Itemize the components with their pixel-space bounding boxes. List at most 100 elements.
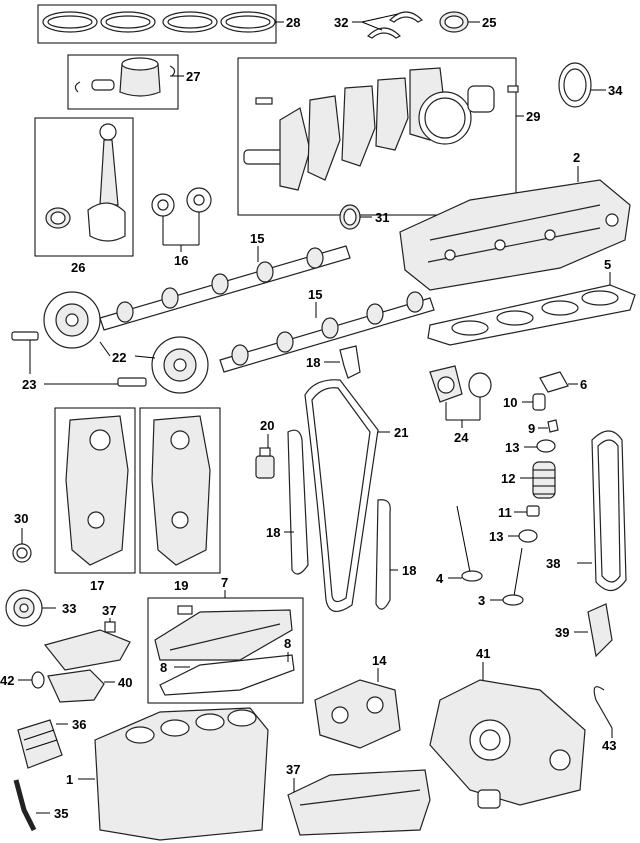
callout-31: 31 [375,210,389,225]
callout-27: 27 [186,69,200,84]
callout-2: 2 [573,150,580,165]
exhaust-valve [502,547,524,606]
sprockets [151,187,212,217]
piston-rings [42,11,276,33]
callout-8a: 8 [284,636,291,651]
callout-20: 20 [260,418,274,433]
chain-guide-left [287,429,309,575]
callout-23: 23 [22,377,36,392]
callout-12: 12 [501,471,515,486]
callout-25: 25 [482,15,496,30]
callout-1: 1 [66,772,73,787]
crank-front-seal [12,543,32,563]
intake-valve [456,505,483,582]
rear-oil-seal [558,62,592,108]
callout-22: 22 [112,350,126,365]
crankshaft [243,67,519,191]
box-timing-cover-19 [139,407,221,574]
valve-retainer [536,439,556,453]
callout-15b: 15 [308,287,322,302]
callout-18b: 18 [266,525,280,540]
connecting-rod [45,123,126,242]
callout-10: 10 [503,395,517,410]
chain-guide-right [375,499,391,610]
callout-13b: 13 [489,529,503,544]
hose-35 [13,779,37,832]
callout-21: 21 [394,425,408,440]
valve-spring [532,461,556,499]
box-crankshaft [237,57,517,216]
callout-40: 40 [118,675,132,690]
thrust-washers [366,11,424,39]
callout-19: 19 [174,578,188,593]
piston [74,57,176,97]
clip-43 [593,686,613,729]
callout-4: 4 [436,571,444,586]
callout-35: 35 [54,806,68,821]
bearing-31 [339,204,361,230]
camshaft-upper [99,245,351,331]
callout-29: 29 [526,109,540,124]
oil-strainer [43,621,131,671]
callout-26: 26 [71,260,85,275]
callout-13a: 13 [505,440,519,455]
callout-43: 43 [602,738,616,753]
callout-39: 39 [555,625,569,640]
head-gasket [427,284,636,346]
drive-belt [591,430,627,592]
chain-tensioner [255,447,275,479]
callout-34: 34 [608,83,623,98]
timing-cover-rear [151,415,211,566]
valve-cover [154,605,293,661]
callout-18c: 18 [402,563,416,578]
callout-15a: 15 [250,231,264,246]
mount-bracket [587,603,613,658]
callout-7: 7 [221,575,228,590]
callout-28: 28 [286,15,300,30]
callout-38: 38 [546,556,560,571]
lash-adjuster [532,393,546,411]
box-connecting-rod [34,117,134,257]
callout-6: 6 [580,377,587,392]
cylinder-block [94,707,269,841]
callout-9: 9 [528,421,535,436]
housing-assembly [429,679,586,809]
callout-17: 17 [90,578,104,593]
timing-cover-front [65,415,129,566]
valve-stem-seal [526,505,540,517]
vvt-gear-upper [43,291,101,349]
callout-8b: 8 [160,660,167,675]
callout-18a: 18 [306,355,320,370]
callout-5: 5 [604,257,611,272]
oil-pump-cover [429,365,492,403]
valve-keeper [547,419,559,433]
callout-33: 33 [62,601,76,616]
valve-cover-gasket [159,654,295,696]
gear-bolts [11,331,147,387]
oil-pan [287,769,431,836]
balancer-assembly [314,679,401,749]
chain-guide-bracket [339,345,361,379]
callout-24: 24 [454,430,469,445]
callout-41: 41 [476,646,490,661]
callout-3: 3 [478,593,485,608]
crank-pulley [5,589,43,627]
timing-chain [304,379,379,612]
callout-16: 16 [174,253,188,268]
oil-cooler [17,719,63,769]
cylinder-head [399,179,631,291]
callout-32: 32 [334,15,348,30]
adapter-40 [47,669,105,703]
callout-37a: 37 [102,603,116,618]
o-ring-42 [31,671,45,689]
valve-spring-seat [518,529,538,543]
box-piston [67,54,179,110]
main-bearing [439,11,469,33]
box-timing-cover-17 [54,407,136,574]
callout-37b: 37 [286,762,300,777]
callout-11: 11 [498,505,512,520]
callout-36: 36 [72,717,86,732]
callout-30: 30 [14,511,28,526]
camshaft-lower [219,291,435,373]
